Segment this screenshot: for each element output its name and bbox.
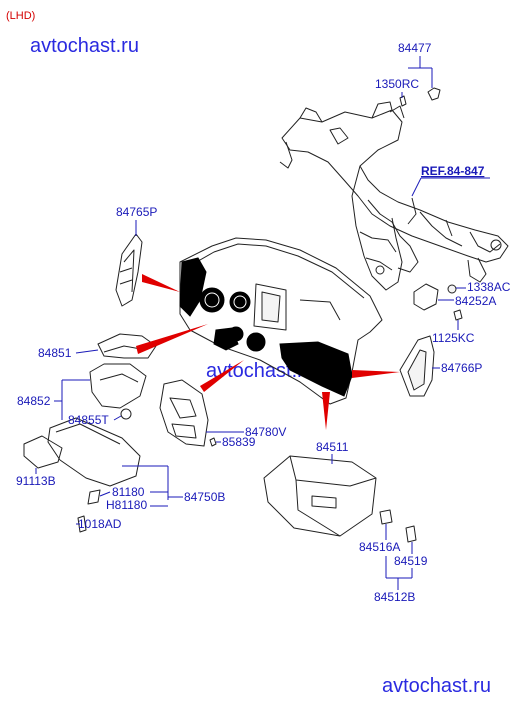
label-1018AD: 1018AD [78, 517, 122, 531]
label-84855T: 84855T [68, 413, 109, 427]
bracket-84252A [413, 283, 463, 321]
label-1350RC: 1350RC [375, 77, 419, 91]
label-85839: 85839 [222, 435, 256, 449]
label-84851: 84851 [38, 346, 72, 360]
label-84512B: 84512B [374, 590, 415, 604]
side-cover-84765P [115, 233, 143, 307]
label-84477: 84477 [398, 41, 432, 55]
lhd-label: (LHD) [6, 10, 35, 22]
label-84519: 84519 [394, 554, 428, 568]
label-84516A: 84516A [359, 540, 400, 554]
label-1338AC: 1338AC [467, 280, 511, 294]
label-84511: 84511 [316, 440, 349, 454]
label-84252A: 84252A [455, 294, 496, 308]
label-91113B: 91113B [16, 474, 56, 488]
label-84765P: 84765P [116, 205, 157, 219]
watermark-top: avtochast.ru [30, 35, 139, 57]
label-84780V: 84780V [245, 425, 286, 439]
label-1125KC: 1125KC [432, 331, 475, 345]
center-fascia-84780V [159, 379, 217, 447]
label-H81180: H81180 [106, 498, 147, 512]
label-81180: 81180 [112, 485, 145, 499]
label-84750B: 84750B [184, 490, 225, 504]
shroud-lower-84852 [89, 363, 147, 420]
lower-panel-84750B [23, 417, 141, 533]
label-84852: 84852 [17, 394, 51, 408]
glove-box-84511 [263, 455, 417, 543]
watermark-bottom: avtochast.ru [382, 675, 491, 697]
crash-pad [179, 237, 383, 405]
bolt-84477 [399, 87, 441, 107]
side-cover-84766P [399, 335, 435, 397]
ref-link[interactable]: REF.84-847 [421, 164, 485, 178]
callout-arrows [136, 274, 400, 430]
label-84766P: 84766P [441, 361, 482, 375]
cowl-cross-bar [279, 101, 509, 291]
